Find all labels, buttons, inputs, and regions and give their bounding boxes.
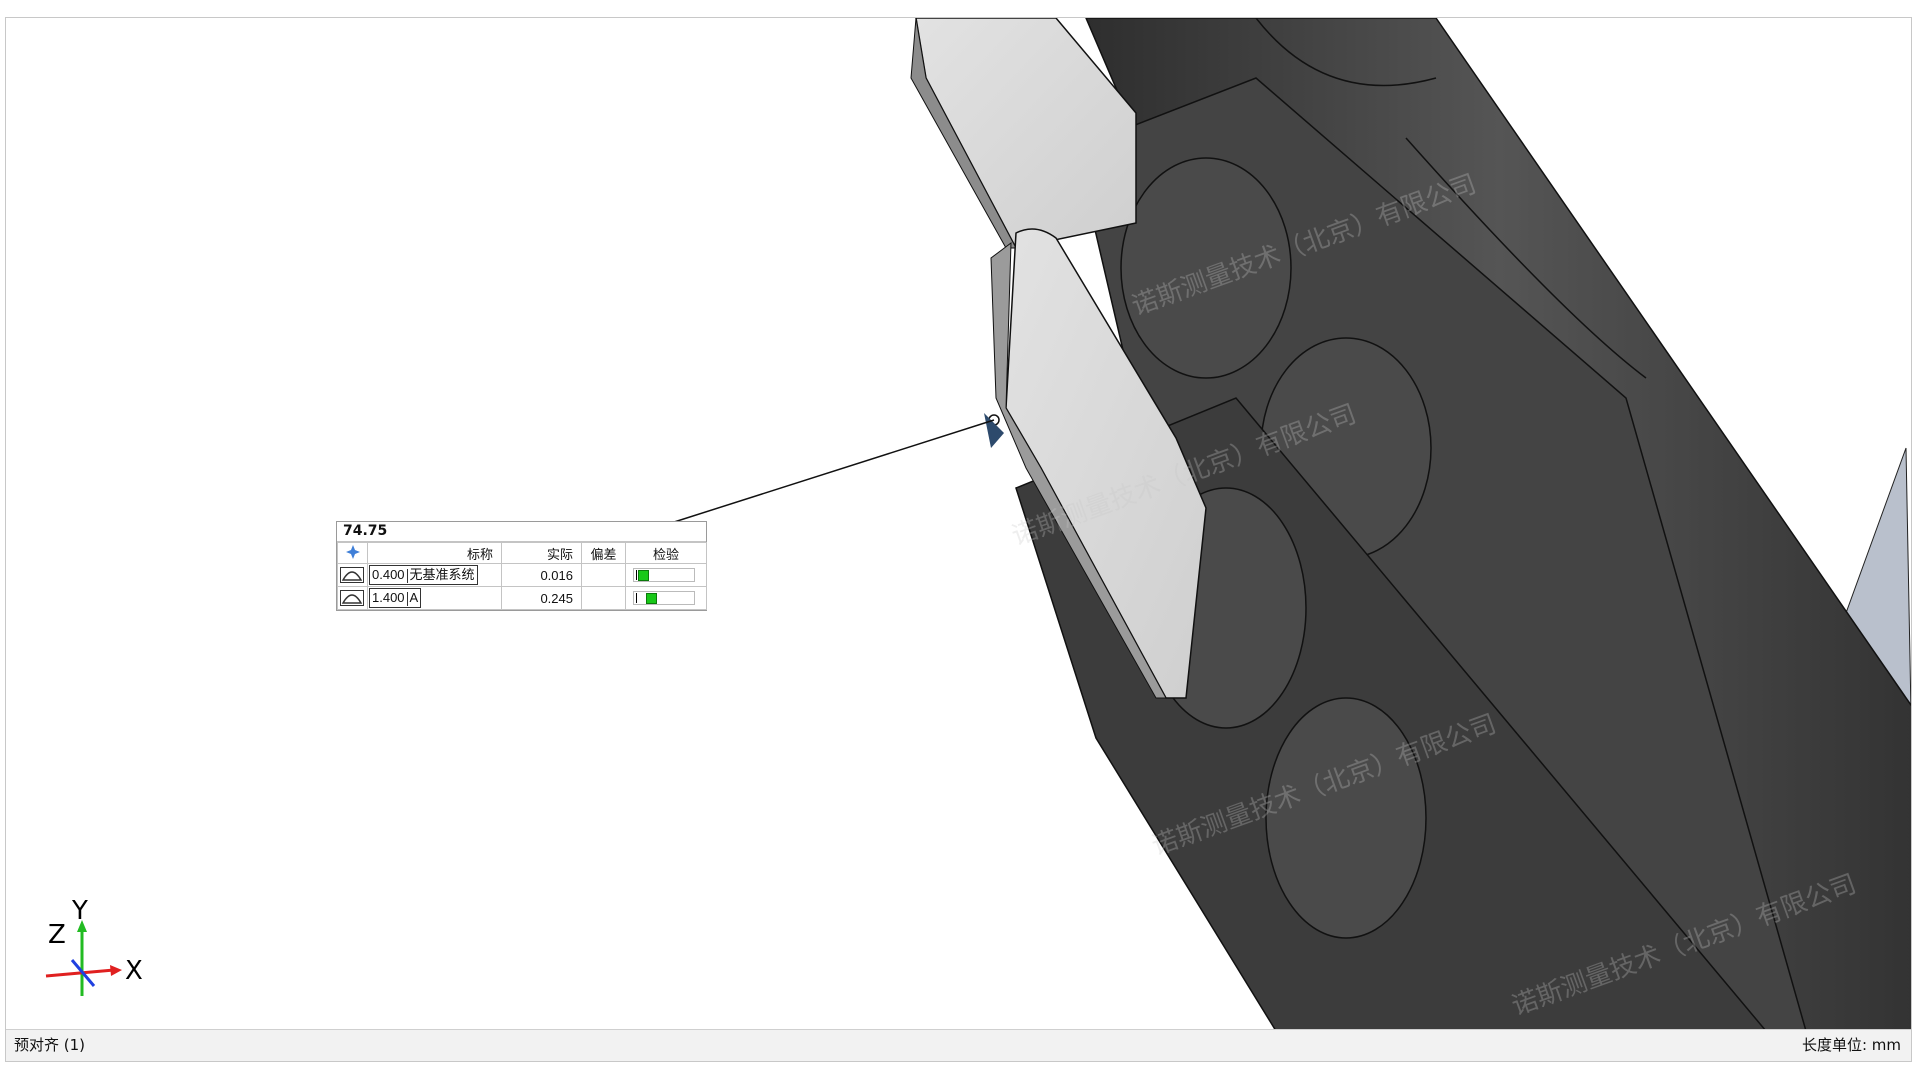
actual-value: 0.245 [501,586,582,610]
table-row[interactable]: 1.400 A 0.245 [337,586,707,610]
tolerance-frame: 1.400 A [369,588,422,608]
actual-header: 实际 [501,542,582,564]
status-bar: 预对齐 (1) 长度单位: mm [6,1029,1911,1061]
tolerance-value: 0.400 [372,567,405,582]
fcf-callout[interactable]: 74.75 标称 实际 偏差 检验 0.400 无基准系统 [336,521,707,611]
profile-of-surface-icon [340,567,364,584]
check-header: 检验 [625,542,707,564]
leader-line [670,419,995,524]
datum-ref: 无基准系统 [409,567,475,582]
axis-label-z: Z [48,920,66,950]
callout-title: 74.75 [337,522,706,542]
actual-value: 0.016 [501,563,582,587]
status-units: 长度单位: mm [1801,1036,1901,1054]
fcf-table: 标称 实际 偏差 检验 0.400 无基准系统 0.016 [337,542,707,610]
status-alignment: 预对齐 (1) [14,1036,86,1054]
check-indicator [638,570,650,581]
axis-triad[interactable]: Z Y X [36,888,143,1008]
deviation-header: 偏差 [581,542,626,564]
table-row[interactable]: 0.400 无基准系统 0.016 [337,563,707,587]
axis-label-y: Y [72,896,88,926]
header-row: 标称 实际 偏差 检验 [337,542,707,564]
deviation-value [581,563,626,587]
axis-label-x: X [125,956,143,986]
tolerance-value: 1.400 [372,590,405,605]
check-indicator [646,593,658,604]
3d-viewport[interactable]: 诺斯测量技术（北京）有限公司 诺斯测量技术（北京）有限公司 诺斯测量技术（北京）… [6,18,1912,1031]
deviation-value [581,586,626,610]
datum-ref: A [409,590,419,605]
check-bar [633,591,695,605]
pin-icon[interactable] [337,542,368,564]
cad-model[interactable] [6,18,1912,1031]
profile-of-surface-icon [340,590,364,607]
nominal-header: 标称 [367,542,502,564]
check-bar [633,568,695,582]
main-window: 诺斯测量技术（北京）有限公司 诺斯测量技术（北京）有限公司 诺斯测量技术（北京）… [5,17,1912,1062]
tolerance-frame: 0.400 无基准系统 [369,565,478,585]
